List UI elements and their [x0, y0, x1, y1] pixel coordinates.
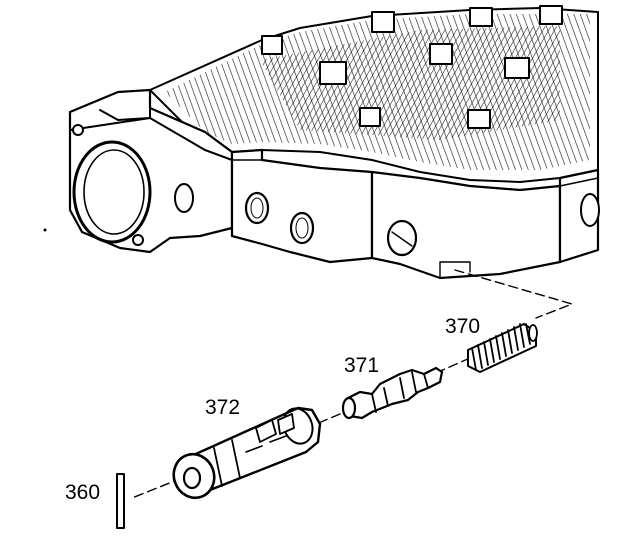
callout-370: 370: [445, 315, 480, 338]
bolt-hole-icon: [72, 124, 84, 136]
valve-371: [341, 366, 444, 420]
bolt-hole-icon: [132, 234, 144, 246]
valve-body-housing: [68, 5, 600, 280]
bore-opening: [72, 140, 152, 244]
ink-speck: [43, 228, 47, 232]
port-opening: [289, 211, 315, 245]
spring-370: [467, 323, 538, 373]
port-opening: [386, 219, 418, 257]
callout-371: 371: [344, 354, 379, 377]
port-opening: [244, 191, 270, 225]
callout-372: 372: [205, 396, 240, 419]
sleeve-372: [172, 406, 322, 500]
callout-360: 360: [65, 481, 100, 504]
pin-360: [116, 473, 125, 529]
